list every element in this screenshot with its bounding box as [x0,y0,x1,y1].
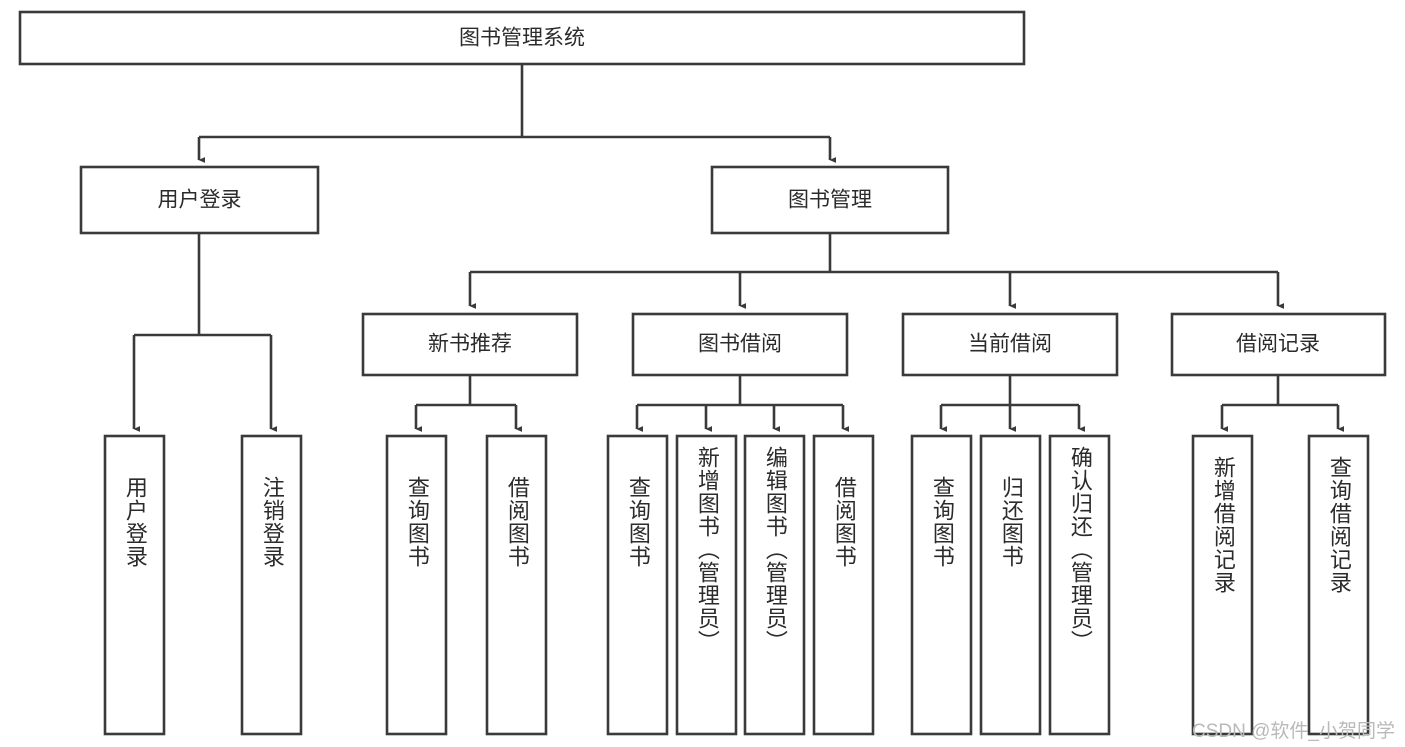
node-root-label: 图书管理系统 [459,27,585,50]
node-user-login-label: 用户登录 [158,189,242,212]
connector-bookmgmt-to-level3 [468,233,1284,309]
leaf-box-book-borrow-2[interactable] [675,434,738,736]
node-book-management-label: 图书管理 [788,189,872,212]
leaf-box-book-borrow-1[interactable] [606,434,669,736]
leaf-box-borrow-record-1[interactable] [1191,434,1254,736]
node-new-book-recommend[interactable]: 新书推荐 [361,312,579,377]
leaf-box-new-book-2[interactable] [485,434,548,736]
node-book-borrow-label: 图书借阅 [698,333,782,356]
connector-newbook-to-leaves [414,375,522,432]
node-current-borrow[interactable]: 当前借阅 [901,312,1119,377]
node-user-login[interactable]: 用户登录 [79,165,320,235]
connector-root-to-level2 [197,64,836,163]
leaf-box-current-borrow-1[interactable] [910,434,973,736]
leaf-box-user-login-1[interactable] [103,434,166,736]
connector-borrowrecord-to-leaves [1220,375,1344,432]
watermark: CSDN @软件_小贺同学 [1192,721,1395,742]
node-new-book-recommend-label: 新书推荐 [428,333,512,356]
leaf-box-book-borrow-4[interactable] [812,434,875,736]
leaf-box-borrow-record-2[interactable] [1307,434,1370,736]
connector-userlogin-to-leaves [132,233,277,432]
leaf-box-current-borrow-2[interactable] [979,434,1042,736]
leaf-box-book-borrow-3[interactable] [743,434,806,736]
leaf-box-user-login-2[interactable] [240,434,303,736]
connector-bookborrow-to-leaves [635,375,849,432]
leaf-box-current-borrow-3[interactable] [1048,434,1111,736]
connector-currentborrow-to-leaves [939,375,1085,432]
leaf-box-new-book-1[interactable] [385,434,448,736]
node-book-management[interactable]: 图书管理 [710,165,950,235]
node-borrow-record[interactable]: 借阅记录 [1170,312,1387,377]
node-book-borrow[interactable]: 图书借阅 [631,312,849,377]
node-borrow-record-label: 借阅记录 [1236,333,1320,356]
node-current-borrow-label: 当前借阅 [968,333,1052,356]
node-root[interactable]: 图书管理系统 [18,10,1026,66]
